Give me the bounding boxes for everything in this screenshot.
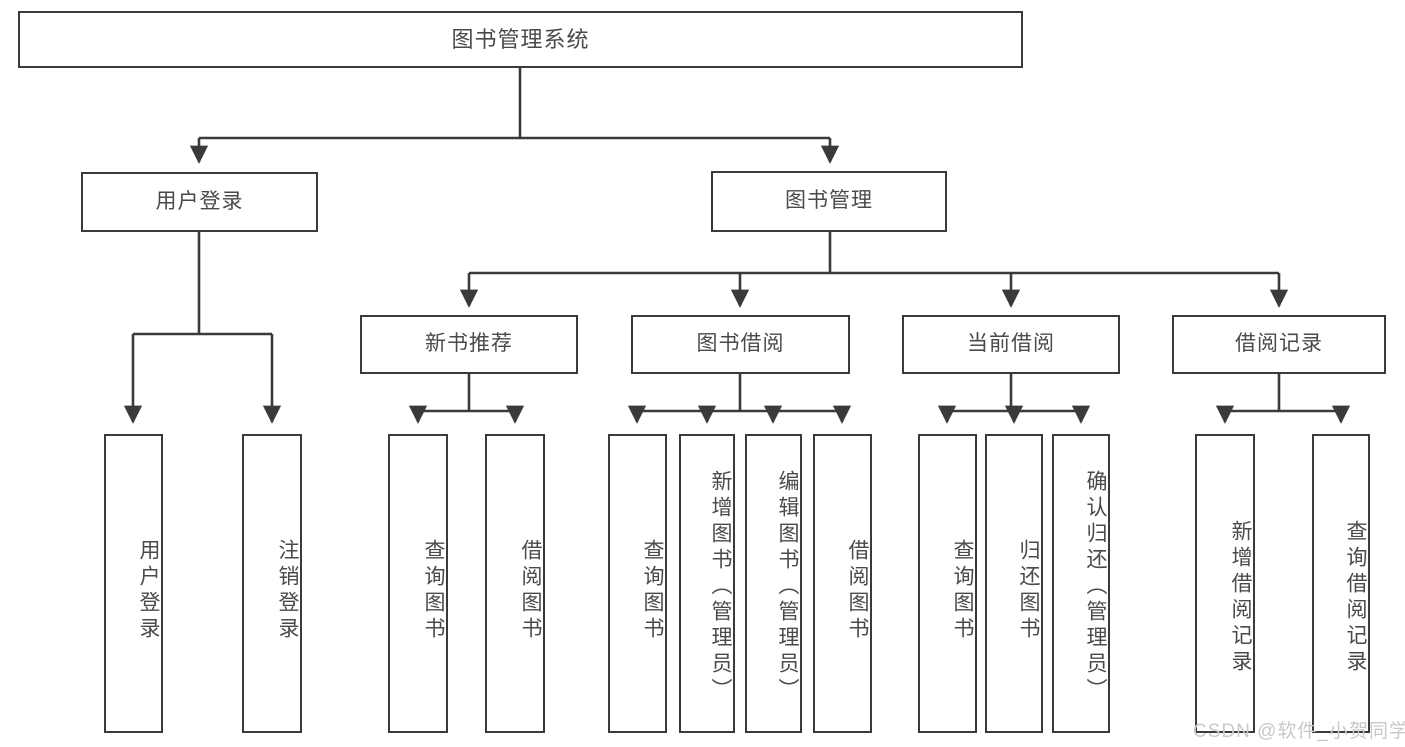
leaf-borrow-record-query-record[interactable]: 查询借阅记录 <box>1312 434 1370 733</box>
leaf-new-book-query-book[interactable]: 查询图书 <box>388 434 448 733</box>
node-book-borrow[interactable]: 图书借阅 <box>631 315 850 374</box>
leaf-book-borrow-borrow-book[interactable]: 借阅图书 <box>813 434 872 733</box>
leaf-user-login-logout[interactable]: 注销登录 <box>242 434 302 733</box>
leaf-new-book-borrow-book[interactable]: 借阅图书 <box>485 434 545 733</box>
node-borrow-record[interactable]: 借阅记录 <box>1172 315 1386 374</box>
leaf-current-borrow-query-book[interactable]: 查询图书 <box>918 434 977 733</box>
leaf-user-login-login[interactable]: 用户登录 <box>104 434 163 733</box>
node-book-management[interactable]: 图书管理 <box>711 171 947 232</box>
node-root-system[interactable]: 图书管理系统 <box>18 11 1023 68</box>
leaf-current-borrow-confirm-return-admin[interactable]: 确认归还（管理员） <box>1052 434 1110 733</box>
leaf-borrow-record-add-record[interactable]: 新增借阅记录 <box>1195 434 1255 733</box>
leaf-book-borrow-query-book[interactable]: 查询图书 <box>608 434 667 733</box>
node-current-borrow[interactable]: 当前借阅 <box>902 315 1120 374</box>
watermark-credit: CSDN @软件_小贺同学 <box>1193 721 1405 742</box>
leaf-book-borrow-edit-book-admin[interactable]: 编辑图书（管理员） <box>745 434 802 733</box>
node-new-book-recommend[interactable]: 新书推荐 <box>360 315 578 374</box>
leaf-current-borrow-return-book[interactable]: 归还图书 <box>985 434 1043 733</box>
node-user-login[interactable]: 用户登录 <box>81 172 318 232</box>
leaf-book-borrow-add-book-admin[interactable]: 新增图书（管理员） <box>679 434 735 733</box>
